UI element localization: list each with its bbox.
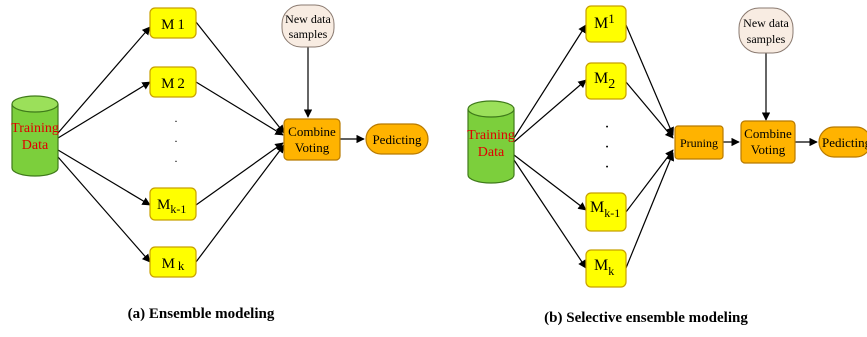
ellipsis-dot: ·	[174, 134, 178, 148]
new-data-samples-a: New data samples	[281, 4, 335, 48]
model-label: Mk-1	[590, 199, 620, 220]
edge-mk-pruning	[625, 152, 675, 269]
edge-training-mk1	[57, 149, 151, 206]
edge-training-m1	[513, 24, 587, 139]
edge-training-mk	[513, 159, 587, 269]
cylinder-top	[467, 100, 515, 118]
training-label-line2: Data	[478, 145, 505, 160]
combine-voting-a: Combine Voting	[283, 118, 341, 161]
pruning-label: Pruning	[680, 136, 718, 150]
edge-m1-pruning	[625, 24, 674, 136]
combine-line2: Voting	[751, 142, 786, 157]
ellipsis-dot: ·	[604, 159, 609, 176]
combine-voting-b: Combine Voting	[740, 120, 796, 164]
model-box	[149, 66, 197, 98]
combine-box	[283, 118, 341, 161]
new-data-line1: New data	[285, 12, 331, 26]
model-label: M2	[594, 70, 615, 92]
edge-mk1-combine	[195, 142, 284, 206]
model-m1-b: M1	[585, 5, 627, 43]
combine-line1: Combine	[288, 124, 336, 139]
model-mk-b: Mk	[585, 249, 627, 288]
ellipsis-dot: ·	[174, 114, 178, 128]
predict-box	[365, 123, 429, 155]
ellipsis-dots-b: · · ·	[604, 119, 609, 176]
edge-m2-pruning	[625, 81, 674, 139]
ellipsis-dot: ·	[604, 139, 609, 156]
diagram-b-edges	[513, 24, 818, 269]
combine-line1: Combine	[744, 126, 792, 141]
model-box	[585, 249, 627, 288]
model-box	[149, 246, 197, 278]
training-data-cylinder-b: Training Data	[467, 100, 515, 184]
model-mk1-a: Mk-1	[149, 187, 197, 221]
edge-training-m2	[513, 79, 587, 143]
edge-training-mk	[57, 156, 151, 263]
pruning-b: Pruning	[674, 125, 724, 160]
diagram-b: Training Data M1 M2 · · · Mk-1 Mk New da…	[467, 5, 867, 326]
model-mk1-b: Mk-1	[585, 192, 627, 232]
edge-training-mk1	[513, 154, 587, 211]
cylinder-body	[467, 109, 515, 184]
predicting-b: Pedicting	[818, 126, 867, 158]
model-m2-b: M2	[585, 62, 627, 100]
combine-line2: Voting	[295, 140, 330, 155]
new-data-line1: New data	[743, 16, 789, 30]
combine-box	[740, 120, 796, 164]
edge-m2-combine	[195, 81, 284, 136]
caption-a: (a) Ensemble modeling	[128, 306, 275, 322]
training-label-line2: Data	[22, 138, 49, 153]
new-data-line2: samples	[747, 32, 786, 46]
model-label: M1	[594, 11, 615, 32]
edge-training-m2	[57, 81, 151, 139]
model-box	[585, 5, 627, 43]
new-data-box	[738, 7, 794, 54]
model-label: Mk	[594, 257, 614, 278]
new-data-box	[281, 4, 335, 48]
predicting-a: Pedicting	[365, 123, 429, 155]
training-data-cylinder-a: Training Data	[11, 95, 59, 177]
model-box	[585, 192, 627, 232]
pruning-box	[674, 125, 724, 160]
cylinder-body	[11, 104, 59, 177]
ellipsis-dots-a: · · ·	[174, 114, 178, 168]
cylinder-top	[11, 95, 59, 113]
new-data-samples-b: New data samples	[738, 7, 794, 54]
edge-m1-combine	[195, 21, 285, 134]
model-label: Mk-1	[157, 197, 186, 216]
predict-label: Pedicting	[822, 135, 867, 150]
edge-mk1-pruning	[625, 149, 674, 213]
ellipsis-dot: ·	[604, 119, 609, 136]
edge-mk-combine	[195, 144, 285, 263]
model-box	[149, 7, 197, 39]
new-data-line2: samples	[289, 27, 328, 41]
training-label-line1: Training	[467, 128, 515, 143]
model-box	[585, 62, 627, 100]
predict-box	[818, 126, 867, 158]
edge-training-m1	[57, 26, 151, 134]
ellipsis-dot: ·	[174, 154, 178, 168]
diagram-a-edges	[57, 21, 365, 263]
model-box	[149, 187, 197, 221]
caption-b: (b) Selective ensemble modeling	[544, 310, 748, 326]
predict-label: Pedicting	[372, 132, 422, 147]
training-label-line1: Training	[11, 121, 59, 136]
